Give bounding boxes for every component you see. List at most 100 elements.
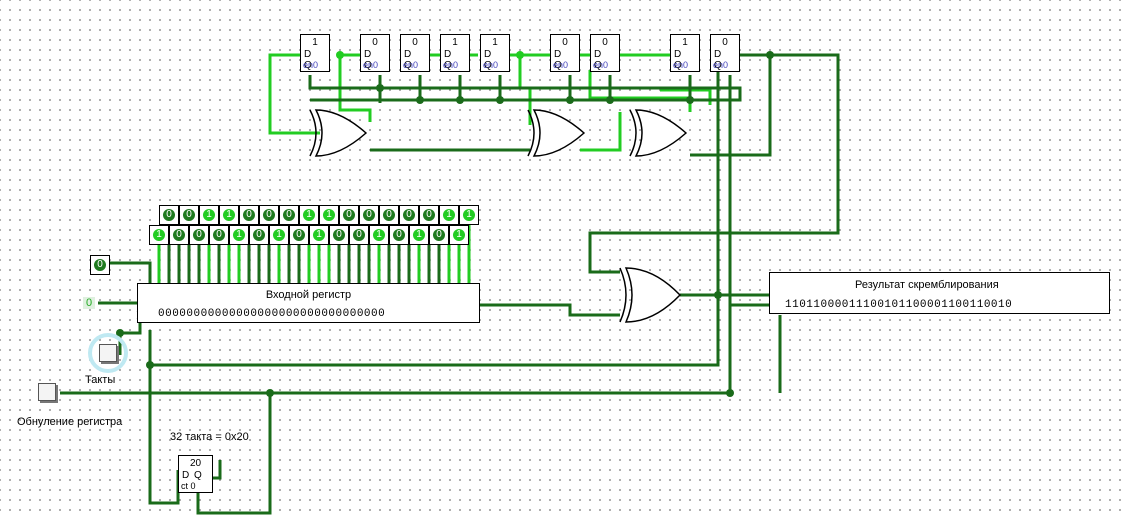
clock-button[interactable]	[99, 344, 117, 362]
input-pin-value: 0	[283, 209, 295, 221]
input-pin[interactable]: 1	[369, 225, 389, 245]
input-pin-value: 1	[443, 209, 455, 221]
xor-gate-output	[619, 267, 682, 323]
flipflop-enable: en0	[553, 60, 569, 70]
scrambler-result-box: Результат скремблирования 11011000011100…	[769, 272, 1110, 314]
input-pin[interactable]: 0	[379, 205, 399, 225]
input-register[interactable]: Входной регистр 000000000000000000000000…	[137, 283, 480, 323]
flipflop-value: 1	[682, 37, 688, 48]
input-pin-value: 1	[203, 209, 215, 221]
input-pin[interactable]: 1	[269, 225, 289, 245]
input-pin[interactable]: 1	[459, 205, 479, 225]
lfsr-flipflop[interactable]: 0 D Q en0	[710, 34, 740, 72]
input-pin[interactable]: 0	[329, 225, 349, 245]
input-pin-value: 0	[423, 209, 435, 221]
input-pin[interactable]: 0	[419, 205, 439, 225]
input-pin-value: 1	[233, 229, 245, 241]
lfsr-flipflop[interactable]: 1 D Q en0	[480, 34, 510, 72]
input-pin-value: 0	[383, 209, 395, 221]
lfsr-flipflop[interactable]: 1 D Q en0	[670, 34, 700, 72]
input-pin[interactable]: 0	[279, 205, 299, 225]
flipflop-value: 1	[452, 37, 458, 48]
input-pin[interactable]: 0	[249, 225, 269, 245]
input-pin[interactable]: 0	[169, 225, 189, 245]
input-pin-value: 0	[353, 229, 365, 241]
flipflop-enable: en0	[673, 60, 689, 70]
input-pin[interactable]: 1	[309, 225, 329, 245]
flipflop-enable: en0	[303, 60, 319, 70]
xor-gate-1	[309, 109, 368, 157]
input-register-value: 00000000000000000000000000000000	[158, 308, 386, 320]
input-pin-value: 1	[463, 209, 475, 221]
lfsr-flipflop[interactable]: 0 D Q en0	[550, 34, 580, 72]
input-pin[interactable]: 1	[149, 225, 169, 245]
input-pin[interactable]: 1	[409, 225, 429, 245]
input-pin-value: 1	[223, 209, 235, 221]
flipflop-value: 0	[722, 37, 728, 48]
input-pin-value: 0	[253, 229, 265, 241]
input-pin[interactable]: 1	[219, 205, 239, 225]
lfsr-flipflop[interactable]: 1 D Q en0	[300, 34, 330, 72]
flipflop-enable: en0	[403, 60, 419, 70]
lfsr-flipflop[interactable]: 0 D Q en0	[360, 34, 390, 72]
input-pin-value: 0	[173, 229, 185, 241]
counter-ports: D Q	[182, 470, 203, 481]
reset-label: Обнуление регистра	[17, 416, 123, 428]
input-pin[interactable]: 0	[429, 225, 449, 245]
input-pin[interactable]: 0	[399, 205, 419, 225]
input-pin[interactable]: 0	[359, 205, 379, 225]
flipflop-ports: D Q	[484, 49, 497, 71]
reset-button[interactable]	[38, 383, 56, 401]
input-pin[interactable]: 0	[389, 225, 409, 245]
flipflop-ports: D Q	[674, 49, 687, 71]
flipflop-ports: D Q	[594, 49, 607, 71]
reset-input-pin[interactable]: 0	[90, 255, 110, 275]
input-register-label: Входной регистр	[265, 289, 352, 301]
lfsr-flipflop[interactable]: 1 D Q en0	[440, 34, 470, 72]
input-pin-value: 0	[243, 209, 255, 221]
flipflop-value: 0	[412, 37, 418, 48]
flipflop-enable: en0	[593, 60, 609, 70]
lfsr-flipflop[interactable]: 0 D Q en0	[590, 34, 620, 72]
input-pin[interactable]: 0	[209, 225, 229, 245]
input-pin[interactable]: 1	[439, 205, 459, 225]
input-pin-value: 0	[163, 209, 175, 221]
flipflop-enable: en0	[363, 60, 379, 70]
input-pin[interactable]: 1	[319, 205, 339, 225]
input-pin[interactable]: 0	[259, 205, 279, 225]
input-pin-value: 0	[263, 209, 275, 221]
input-pin[interactable]: 0	[339, 205, 359, 225]
xor-gate-2	[527, 109, 586, 157]
flipflop-ports: D Q	[714, 49, 727, 71]
flipflop-value: 0	[562, 37, 568, 48]
counter-bottom: ct 0	[181, 481, 196, 491]
flipflop-ports: D Q	[554, 49, 567, 71]
input-pin[interactable]: 1	[449, 225, 469, 245]
input-pin-value: 1	[453, 229, 465, 241]
input-pin-value: 0	[293, 229, 305, 241]
input-pin[interactable]: 1	[199, 205, 219, 225]
lfsr-flipflop[interactable]: 0 D Q en0	[400, 34, 430, 72]
input-pin[interactable]: 1	[229, 225, 249, 245]
counter-value: 20	[189, 458, 202, 469]
input-pin[interactable]: 0	[349, 225, 369, 245]
flipflop-value: 0	[372, 37, 378, 48]
input-pin[interactable]: 0	[179, 205, 199, 225]
input-pin-value: 1	[413, 229, 425, 241]
input-pin-value: 1	[373, 229, 385, 241]
input-pin[interactable]: 1	[299, 205, 319, 225]
flipflop-ports: D Q	[444, 49, 457, 71]
input-pin[interactable]: 0	[289, 225, 309, 245]
scrambler-result-value: 11011000011100101100001100110010	[785, 299, 1013, 311]
input-pin[interactable]: 0	[189, 225, 209, 245]
input-pin-value: 1	[303, 209, 315, 221]
input-pin-value: 0	[343, 209, 355, 221]
input-pin-value: 0	[393, 229, 405, 241]
input-pin-value: 0	[183, 209, 195, 221]
input-pin[interactable]: 0	[239, 205, 259, 225]
input-pin[interactable]: 0	[159, 205, 179, 225]
input-pin-value: 1	[313, 229, 325, 241]
input-pin-value: 1	[153, 229, 165, 241]
